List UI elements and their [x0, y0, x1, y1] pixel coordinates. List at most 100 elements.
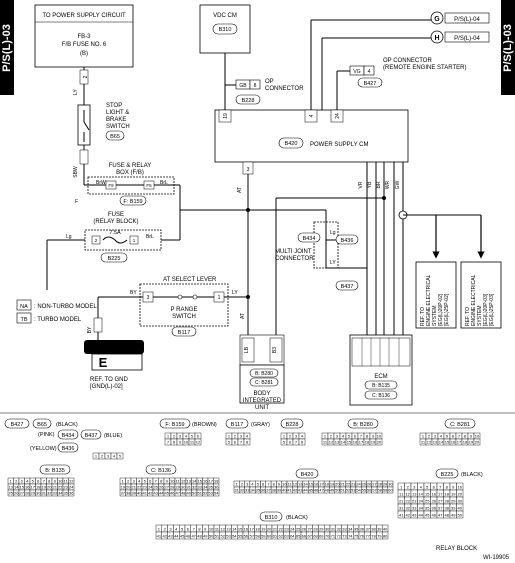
connector-pin-number: 3: [133, 479, 136, 484]
connector-pin-number: 59: [261, 534, 266, 539]
connector-pin-number: 21: [340, 482, 345, 487]
multi-joint-connector: B434 B436 B437 MULTI JOINT CONNECTOR Lg …: [275, 221, 367, 291]
stop-switch-line-1: STOP: [106, 103, 122, 109]
connector-pin-number: 49: [187, 491, 192, 496]
connector-pin-number: 30: [181, 485, 186, 490]
connector-pin-number: 64: [290, 534, 295, 539]
connector-pin-number: 25: [425, 499, 430, 504]
multi-joint-line-2: CONNECTOR: [275, 256, 314, 262]
ground-label: E: [99, 355, 108, 370]
connector-pin-number: 59: [383, 488, 388, 493]
p-range-line-1: P RANGE: [171, 307, 198, 313]
connector-pin-number: 39: [132, 491, 137, 496]
connector-pin-number: 5: [283, 440, 286, 445]
ref-ecm1-line-2: ENGINE ELECTRICAL: [426, 274, 432, 326]
connector-pin-number: 3: [295, 434, 298, 439]
connector-pin-number: 7: [240, 440, 243, 445]
connector-pin-number: 48: [181, 491, 186, 496]
legend-na: NA: [20, 304, 28, 310]
connector-pin-number: 61: [273, 534, 278, 539]
connector-pin-number: 46: [432, 513, 437, 518]
connector-pin-number: 16: [25, 485, 30, 490]
connector-pin-number: 17: [31, 485, 36, 490]
model-legend: NA : NON-TURBO MODEL TB : TURBO MODEL: [16, 299, 97, 324]
p-range-pin-1: 1: [218, 295, 221, 301]
connector-pin-number: 18: [214, 479, 219, 484]
connector-pin-number: 40: [137, 491, 142, 496]
connector-pin-number: 8: [48, 479, 51, 484]
connector-pin-number: 4: [301, 434, 304, 439]
connector-pin-number: 14: [14, 485, 19, 490]
wire-label-bv: BY: [87, 326, 93, 333]
fuse-relay-conn: F: B159: [123, 199, 142, 205]
svg-text:REF. TO ENGINE ELECTRICA: REF. TO ENGINE ELECTRICAL SYSTEM [EG(L)2…: [420, 273, 450, 326]
connector-pin-number: 49: [203, 534, 208, 539]
connector-pin-number: 8: [301, 440, 304, 445]
op-connector: GB 8 OP CONNECTOR B228: [225, 79, 304, 105]
connector-pin-number: 5: [257, 482, 260, 487]
connector-pin-number: 16: [314, 482, 319, 487]
ps-pin-19: 19: [223, 113, 229, 119]
connector-pin-number: 35: [354, 527, 359, 532]
connector-pin-number: 3: [107, 454, 110, 459]
wire-label-yb: YB: [367, 181, 373, 188]
connector-pin-number: 14: [192, 479, 197, 484]
connector-pin-number: 37: [266, 488, 271, 493]
connector-pin-number: 4: [175, 527, 178, 532]
connector-pin-number: 3: [179, 434, 182, 439]
connector-pin-number: 36: [69, 491, 74, 496]
connector-pin-number: 17: [209, 479, 214, 484]
key-b437-color: (BLUE): [104, 433, 122, 439]
connector-pin-number: 18: [445, 492, 450, 497]
connector-pin-number: 8: [464, 434, 467, 439]
key-b281: C: B281: [450, 422, 470, 428]
connector-pin-number: 4: [26, 479, 29, 484]
key-b159: F: B159: [165, 422, 184, 428]
connector-pin-number: 44: [303, 488, 308, 493]
connector-pin-number: 13: [433, 440, 438, 445]
connector-pin-number: 5: [144, 479, 147, 484]
key-b436: B436: [62, 446, 75, 452]
connector-pin-number: 36: [360, 527, 365, 532]
connector-pin-number: 26: [432, 499, 437, 504]
connector-pin-number: 24: [356, 482, 361, 487]
key-b434: B434: [62, 433, 75, 439]
connector-pin-number: 13: [298, 482, 303, 487]
connector-pin-number: 26: [159, 485, 164, 490]
ref-ecm2-line-4: [EG(L)20P-03]: [483, 293, 489, 326]
connector-pin-number: 32: [47, 491, 52, 496]
connector-pin-number: 19: [121, 485, 126, 490]
connector-pin-number: 46: [186, 534, 191, 539]
connector-pin-number: 23: [143, 485, 148, 490]
connector-pin-number: 12: [220, 527, 225, 532]
connector-pin-number: 16: [353, 440, 358, 445]
connector-pin-number: 46: [170, 491, 175, 496]
wire-label-at: AT: [237, 187, 243, 193]
connector-pin-number: 25: [9, 491, 14, 496]
ref-ecm2-line-1: REF. TO: [465, 307, 471, 326]
connector-pin-number: 7: [155, 479, 158, 484]
section-tab-right: P/S(L)-03: [501, 0, 515, 95]
connector-pin-number: 74: [348, 534, 353, 539]
key-b225-color: (BLACK): [461, 472, 483, 478]
vdc-cm-box: VDC CM B310: [199, 4, 251, 110]
connector-pin-number: 42: [293, 488, 298, 493]
multi-joint-line-1: MULTI JOINT: [275, 249, 312, 255]
connector-pin-number: 39: [277, 488, 282, 493]
connector-pin-number: 2: [127, 479, 130, 484]
connector-pin-number: 22: [346, 482, 351, 487]
vdc-cm-label: VDC CM: [213, 13, 237, 19]
connector-pin-number: 54: [214, 491, 219, 496]
connector-pin-number: 10: [282, 482, 287, 487]
wire-label-ly: LY: [73, 88, 79, 94]
connector-pin-number: 19: [371, 440, 376, 445]
connector-pin-number: 40: [458, 506, 463, 511]
connector-pin-cell: [456, 510, 464, 519]
connector-pin-number: 25: [154, 485, 159, 490]
connector-pin-number: 12: [69, 479, 74, 484]
connector-pin-number: 1: [324, 434, 327, 439]
connector-pin-number: 15: [347, 440, 352, 445]
connector-pin-number: 67: [307, 534, 312, 539]
connector-pin-number: 14: [419, 492, 424, 497]
connector-pin-number: 10: [170, 479, 175, 484]
